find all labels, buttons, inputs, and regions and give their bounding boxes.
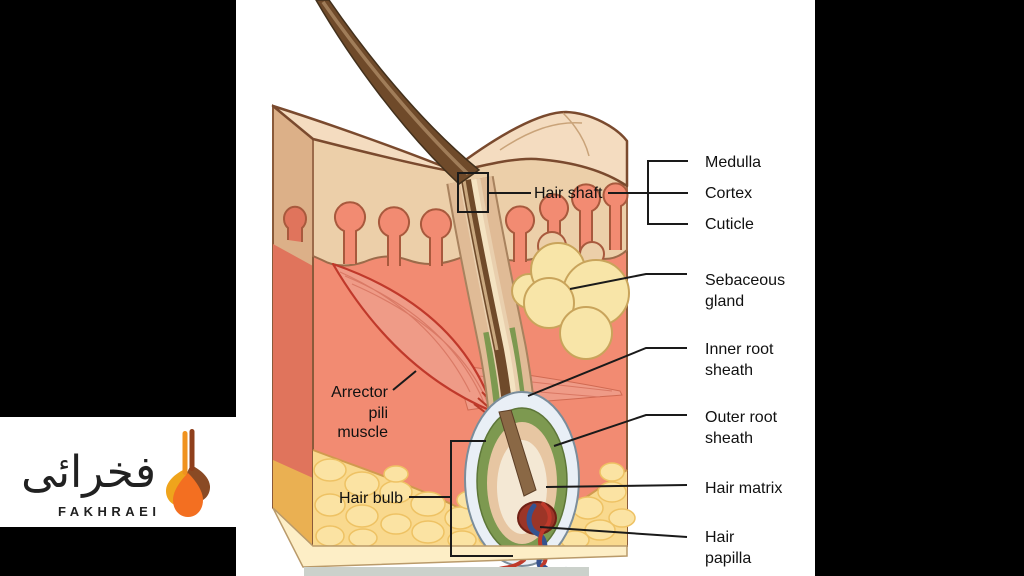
hair-bulb: [464, 391, 580, 575]
label-inner-root-sheath: Inner root: [705, 341, 774, 358]
label-sebaceous-gland: Sebaceous: [705, 272, 785, 289]
brand-logo-box: فخرائی FAKHRAEI: [0, 417, 236, 527]
label-hair-bulb: Hair bulb: [339, 490, 403, 507]
base-bar: [304, 567, 589, 576]
hair-shaft-above-skin: [315, 0, 481, 185]
label-arrector-pili-2: pili: [368, 405, 388, 422]
label-hair-shaft: Hair shaft: [534, 185, 603, 202]
annotation-labels: Hair shaft Medulla Cortex Cuticle Sebace…: [331, 154, 785, 567]
hair-follicle-diagram: Hair shaft Medulla Cortex Cuticle Sebace…: [271, 0, 785, 576]
label-outer-root-sheath-2: sheath: [705, 430, 753, 447]
label-medulla: Medulla: [705, 154, 761, 171]
hair-root-tip: [498, 409, 537, 497]
label-arrector-pili: Arrector: [331, 384, 389, 401]
brand-name-arabic: فخرائی: [21, 447, 156, 498]
sebaceous-gland: [511, 231, 630, 360]
label-cortex: Cortex: [705, 185, 752, 202]
label-hair-papilla: Hair: [705, 529, 735, 546]
label-cuticle: Cuticle: [705, 216, 754, 233]
dermal-papillae: [334, 182, 629, 266]
brand-name-latin: FAKHRAEI: [58, 504, 161, 519]
label-hair-papilla-2: papilla: [705, 550, 751, 567]
annotation-lines: [392, 160, 688, 557]
label-sebaceous-gland-2: gland: [705, 293, 744, 310]
follicle-drops-logo-icon: [165, 429, 211, 517]
label-outer-root-sheath: Outer root: [705, 409, 778, 426]
label-hair-matrix: Hair matrix: [705, 480, 782, 497]
block-bottom-face: [272, 507, 628, 568]
label-inner-root-sheath-2: sheath: [705, 362, 753, 379]
label-arrector-pili-3: muscle: [337, 424, 388, 441]
skin-block-side-face: [272, 103, 314, 549]
